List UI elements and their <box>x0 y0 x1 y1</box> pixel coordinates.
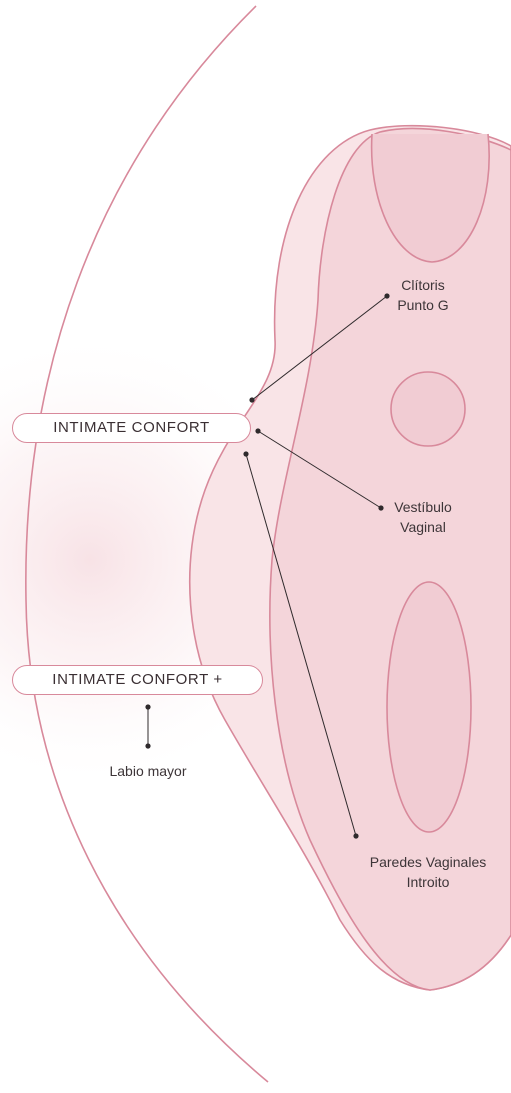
leader-dot-vestibulo-start <box>255 428 260 433</box>
urethral-opening <box>391 372 465 446</box>
labio-mayor-label: Labio mayor <box>88 761 208 781</box>
leader-dot-paredes-start <box>243 451 248 456</box>
intimate-confort-plus-pill: INTIMATE CONFORT + <box>12 665 263 695</box>
vaginal-opening <box>387 582 471 832</box>
leader-dot-labio-start <box>145 704 150 709</box>
labio-mayor-text: Labio mayor <box>88 761 208 781</box>
intimate-confort-pill: INTIMATE CONFORT <box>12 413 251 443</box>
introito-text: Introito <box>348 872 508 892</box>
leader-dot-labio-end <box>145 743 150 748</box>
leader-dot-clitoris-start <box>249 397 254 402</box>
punto-g-text: Punto G <box>383 295 463 315</box>
vestibulo-text: Vestíbulo <box>378 497 468 517</box>
leader-dot-paredes-end <box>353 833 358 838</box>
vaginal-text: Vaginal <box>378 517 468 537</box>
clitoris-label: Clítoris Punto G <box>383 275 463 315</box>
paredes-label: Paredes Vaginales Introito <box>348 852 508 892</box>
clitoris-text: Clítoris <box>383 275 463 295</box>
paredes-text: Paredes Vaginales <box>348 852 508 872</box>
vestibulo-label: Vestíbulo Vaginal <box>378 497 468 537</box>
